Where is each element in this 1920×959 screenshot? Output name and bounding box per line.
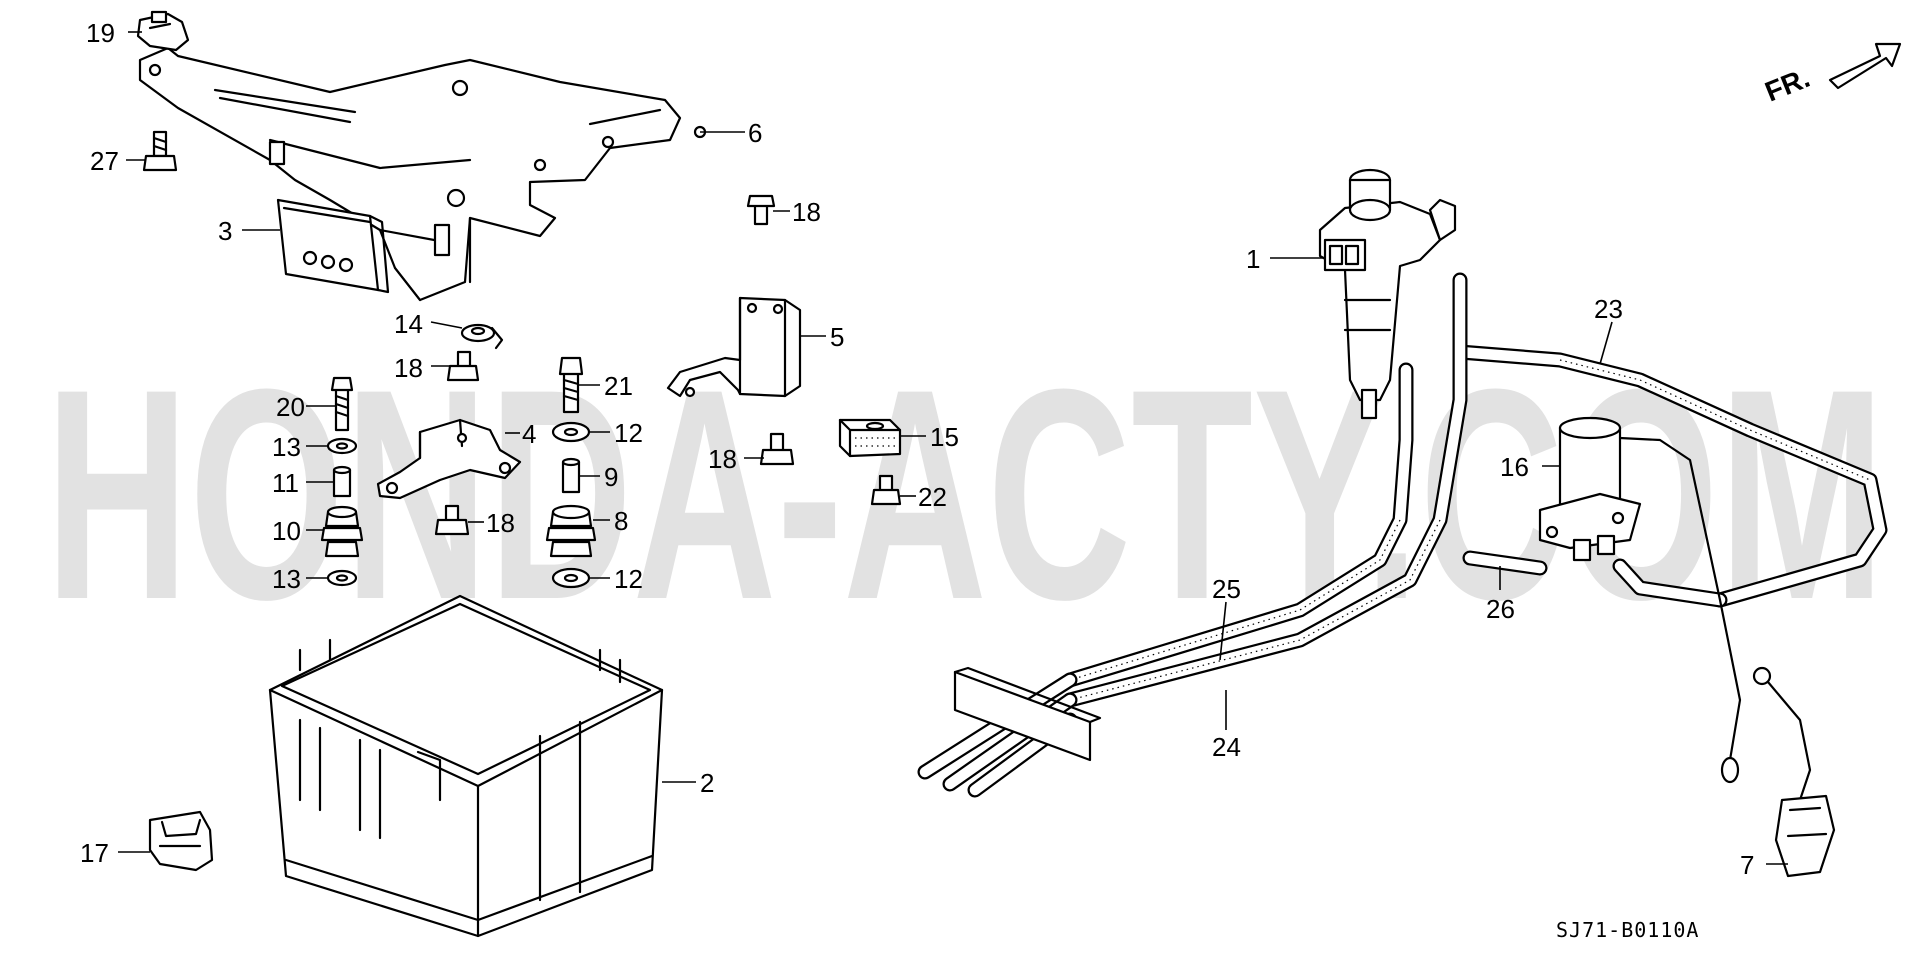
part-21-bolt[interactable]: [558, 356, 584, 414]
part-22-bolt[interactable]: [870, 474, 902, 506]
diagram-code: SJ71-B0110A: [1556, 918, 1699, 942]
hose-24[interactable]: [1062, 272, 1468, 708]
front-direction-indicator: FR.: [1761, 42, 1902, 108]
part-19-clip[interactable]: [136, 10, 190, 52]
hose-bracket[interactable]: [953, 666, 1102, 762]
callout-20: 20: [276, 392, 305, 422]
part-11-collar[interactable]: [332, 465, 352, 498]
callout-11: 11: [272, 468, 299, 498]
part-18-bolt-b[interactable]: [446, 350, 480, 382]
front-indicator-label: FR.: [1761, 62, 1814, 108]
part-1-sensor[interactable]: [1318, 168, 1457, 420]
part-3-relay-block[interactable]: [276, 198, 390, 294]
part-4-stay[interactable]: [376, 418, 522, 500]
callout-18-b: 18: [394, 353, 423, 383]
callout-12-a: 12: [614, 418, 643, 448]
leader-lines: [118, 31, 1788, 865]
part-18-bolt-a[interactable]: [746, 194, 776, 226]
callout-12-b: 12: [614, 564, 643, 594]
callout-19: 19: [86, 18, 115, 48]
callout-26: 26: [1486, 594, 1515, 624]
callouts: 19 6 27 3 18 14 18 5 21 20 4 12 15 18 13…: [80, 18, 1754, 880]
callout-27: 27: [90, 146, 119, 176]
part-17-clip[interactable]: [148, 810, 214, 872]
part-18-bolt-d[interactable]: [434, 504, 470, 536]
hose-26[interactable]: [1462, 550, 1548, 576]
part-13-washer-b[interactable]: [326, 569, 358, 587]
part-8-grommet[interactable]: [545, 504, 597, 558]
callout-1: 1: [1246, 244, 1260, 274]
part-2-battery-box[interactable]: [268, 594, 664, 938]
part-12-washer-a[interactable]: [551, 421, 591, 443]
callout-21: 21: [604, 371, 633, 401]
callout-18-d: 18: [486, 508, 515, 538]
part-14-clamp[interactable]: [460, 323, 504, 350]
callout-13-b: 13: [272, 564, 301, 594]
callout-18-c: 18: [708, 444, 737, 474]
callout-16: 16: [1500, 452, 1529, 482]
callout-2: 2: [700, 768, 714, 798]
callout-22: 22: [918, 482, 947, 512]
callout-9: 9: [604, 462, 618, 492]
callout-18-a: 18: [792, 197, 821, 227]
callout-6: 6: [748, 118, 762, 148]
part-15-mount-rubber[interactable]: [838, 418, 902, 458]
callout-13-a: 13: [272, 432, 301, 462]
callout-14: 14: [394, 309, 423, 339]
callout-3: 3: [218, 216, 232, 246]
callout-8: 8: [614, 506, 628, 536]
part-9-collar[interactable]: [561, 457, 581, 494]
callout-23: 23: [1594, 294, 1623, 324]
callout-25: 25: [1212, 574, 1241, 604]
part-10-grommet[interactable]: [320, 505, 364, 558]
part-7-wire-harness[interactable]: [1618, 436, 1836, 878]
part-16-solenoid[interactable]: [1538, 416, 1642, 562]
hose-25[interactable]: [1062, 362, 1414, 688]
part-27-bolt[interactable]: [142, 130, 178, 172]
callout-7: 7: [1740, 850, 1754, 880]
part-20-bolt[interactable]: [330, 376, 354, 432]
callout-24: 24: [1212, 732, 1241, 762]
part-12-washer-b[interactable]: [551, 567, 591, 589]
callout-5: 5: [830, 322, 844, 352]
callout-4: 4: [522, 419, 536, 449]
callout-17: 17: [80, 838, 109, 868]
callout-10: 10: [272, 516, 301, 546]
hose-23[interactable]: [1452, 344, 1888, 608]
part-6-mounting-bracket[interactable]: [138, 46, 707, 302]
front-arrow-icon: [1828, 42, 1902, 90]
callout-15: 15: [930, 422, 959, 452]
part-18-bolt-c[interactable]: [759, 432, 795, 466]
part-13-washer-a[interactable]: [326, 437, 358, 455]
